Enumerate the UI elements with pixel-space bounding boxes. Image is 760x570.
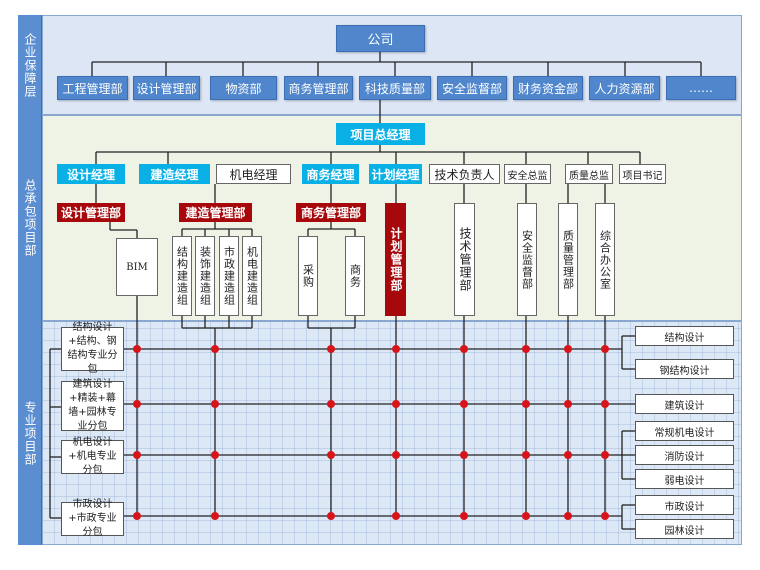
quality-management-dept: 质量管理部 <box>558 203 578 316</box>
subcontract-mep: 机电设计+机电专业分包 <box>61 437 124 476</box>
commerce-management-dept: 商务管理部 <box>296 203 366 222</box>
tech-leader: 技术负责人 <box>429 164 500 184</box>
company-box: 公司 <box>336 25 425 52</box>
group-mep: 机电建造组 <box>242 236 262 316</box>
safety-director: 安全总监 <box>504 164 551 184</box>
dept-design: 设计管理部 <box>133 76 200 100</box>
design-low-voltage: 弱电设计 <box>635 469 734 489</box>
layer-label-enterprise: 企业保障层 <box>18 15 42 115</box>
dept-hr: 人力资源部 <box>589 76 660 100</box>
project-secretary: 项目书记 <box>619 164 666 184</box>
mep-manager: 机电经理 <box>216 164 291 184</box>
design-management-dept: 设计管理部 <box>57 203 125 222</box>
design-architecture: 建筑设计 <box>635 394 734 414</box>
layer-label-general: 总承包项目部 <box>18 115 42 321</box>
quality-director: 质量总监 <box>565 164 613 184</box>
group-commerce: 商务 <box>345 236 365 316</box>
layer-label-professional: 专业项目部 <box>18 321 42 545</box>
safety-supervision-dept: 安全监督部 <box>517 203 537 316</box>
design-structure: 结构设计 <box>635 326 734 346</box>
professional-band <box>42 321 742 545</box>
plan-manager: 计划经理 <box>369 164 422 184</box>
subcontract-municipal: 市政设计+市政专业分包 <box>61 499 124 538</box>
general-office: 综合办公室 <box>595 203 615 316</box>
construction-management-dept: 建造管理部 <box>179 203 252 222</box>
design-manager: 设计经理 <box>57 164 125 184</box>
dept-commerce: 商务管理部 <box>284 76 353 100</box>
design-general-mep: 常规机电设计 <box>635 421 734 441</box>
subcontract-architecture: 建筑设计+精装+幕墙+园林专业分包 <box>61 379 124 432</box>
plan-management-dept: 计划管理部 <box>385 203 406 316</box>
dept-safety: 安全监督部 <box>437 76 507 100</box>
construction-manager: 建造经理 <box>139 164 210 184</box>
design-landscape: 园林设计 <box>635 519 734 539</box>
junction-nodes <box>133 345 609 520</box>
design-fire: 消防设计 <box>635 445 734 465</box>
design-municipal: 市政设计 <box>635 495 734 515</box>
group-structure: 结构建造组 <box>172 236 192 316</box>
group-procurement: 采购 <box>298 236 318 316</box>
group-decoration: 装饰建造组 <box>195 236 215 316</box>
commerce-manager: 商务经理 <box>302 164 359 184</box>
subcontract-structure: 结构设计+结构、钢结构专业分包 <box>61 322 124 375</box>
dept-engineering: 工程管理部 <box>57 76 128 100</box>
design-steel-structure: 钢结构设计 <box>635 359 734 379</box>
group-municipal: 市政建造组 <box>219 236 239 316</box>
dept-materials: 物资部 <box>210 76 277 100</box>
tech-management-dept: 技术管理部 <box>454 203 475 316</box>
bim-box: BIM <box>116 238 158 296</box>
dept-more: …… <box>666 76 736 100</box>
dept-tech-quality: 科技质量部 <box>359 76 431 100</box>
dept-finance: 财务资金部 <box>513 76 583 100</box>
project-general-manager: 项目总经理 <box>336 123 425 145</box>
